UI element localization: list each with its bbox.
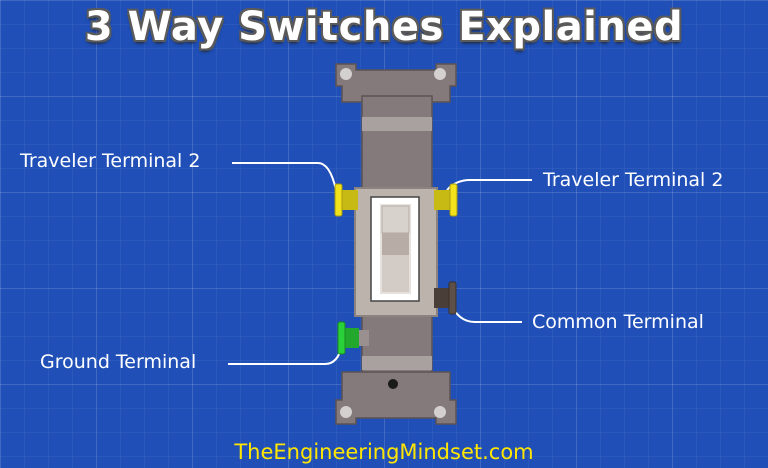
leader-line-ground: [228, 344, 343, 365]
ground-terminal-label: Ground Terminal: [40, 351, 197, 373]
ground-terminal-screw: [337, 321, 369, 355]
common-terminal-label: Common Terminal: [532, 311, 704, 333]
leader-line-traveler-right: [446, 179, 532, 191]
website-footer: TheEngineeringMindset.com: [234, 440, 534, 464]
toggle-lever: [381, 205, 410, 234]
common-terminal-screw: [434, 281, 457, 315]
traveler-terminal-screw-right: [434, 183, 458, 217]
traveler-terminal-left-label: Traveler Terminal 2: [20, 150, 201, 172]
bottom-mounting-ear: [335, 371, 457, 425]
page-title: 3 Way Switches Explained: [84, 4, 684, 50]
traveler-terminal-right-label: Traveler Terminal 2: [543, 169, 724, 191]
traveler-terminal-screw-left: [334, 183, 358, 217]
leader-line-traveler-left: [232, 162, 337, 191]
leader-line-common: [449, 301, 522, 323]
